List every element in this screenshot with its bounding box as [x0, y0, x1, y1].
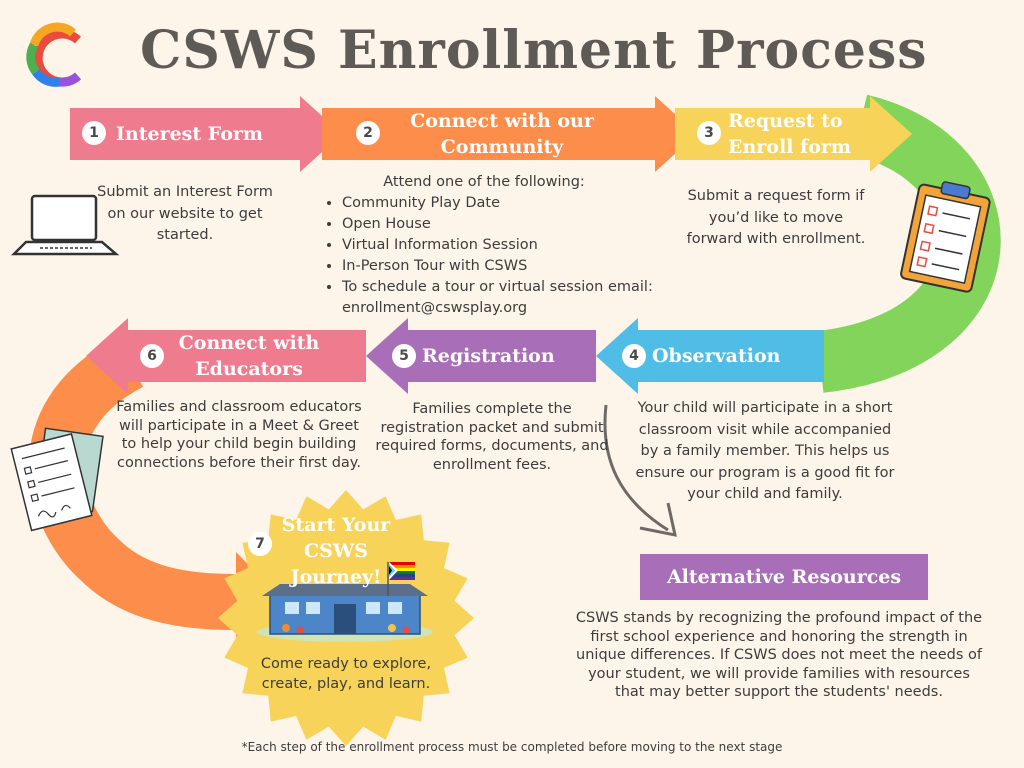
footnote: *Each step of the enrollment process mus…	[241, 740, 783, 754]
step3-label: Request to Enroll form	[728, 110, 851, 158]
step3-description: Submit a request form if you’d like to m…	[686, 188, 866, 247]
step7-number: 7	[248, 532, 272, 556]
list-item: To schedule a tour or virtual session em…	[342, 277, 668, 319]
schoolhouse-icon	[257, 584, 433, 642]
step4-label: Observation	[652, 345, 781, 367]
list-item: In-Person Tour with CSWS	[342, 256, 668, 277]
orange-connector-arrow	[28, 337, 241, 630]
step1-arrow-shape	[70, 96, 342, 172]
step4-number: 4	[622, 344, 646, 368]
step6-label: Connect with Educators	[178, 332, 320, 380]
pride-flag-icon	[387, 562, 415, 596]
step3-arrow-shape	[675, 96, 912, 172]
logo-icon	[26, 22, 81, 87]
laptop-icon	[10, 194, 120, 256]
page-title: CSWS Enrollment Process	[140, 20, 928, 81]
step5-arrow-shape	[366, 318, 596, 394]
step6-arrow-shape	[86, 318, 366, 394]
curved-arrow-head	[639, 502, 677, 537]
step2-number: 2	[356, 121, 380, 145]
step7-label: Start Your CSWS Journey!	[281, 514, 391, 588]
list-item: Community Play Date	[342, 193, 668, 214]
step2-attend-list: Attend one of the following: Community P…	[320, 172, 668, 319]
step5-number: 5	[392, 344, 416, 368]
curved-arrow-icon	[603, 404, 669, 532]
step6-description: Families and classroom educators will pa…	[116, 399, 362, 471]
list-item: Virtual Information Session	[342, 235, 668, 256]
alternative-resources-description: CSWS stands by recognizing the profound …	[575, 610, 983, 700]
step4-arrow-shape	[596, 318, 824, 394]
step3-number: 3	[697, 121, 721, 145]
step5-label: Registration	[422, 345, 555, 367]
step2-intro: Attend one of the following:	[383, 174, 585, 190]
step1-label: Interest Form	[116, 123, 263, 145]
list-item: Open House	[342, 214, 668, 235]
step2-arrow-shape	[322, 96, 697, 172]
step7-description: Come ready to explore, create, play, and…	[260, 656, 432, 692]
step1-description: Submit an Interest Form on our website t…	[97, 184, 273, 243]
step2-label: Connect with our Community	[410, 110, 594, 158]
step5-description: Families complete the registration packe…	[375, 401, 609, 473]
documents-icon	[10, 427, 104, 532]
step1-number: 1	[82, 121, 106, 145]
step4-description: Your child will participate in a short c…	[635, 400, 895, 502]
step6-number: 6	[140, 344, 164, 368]
clipboard-icon	[900, 181, 991, 293]
alternative-resources-label: Alternative Resources	[640, 554, 928, 600]
